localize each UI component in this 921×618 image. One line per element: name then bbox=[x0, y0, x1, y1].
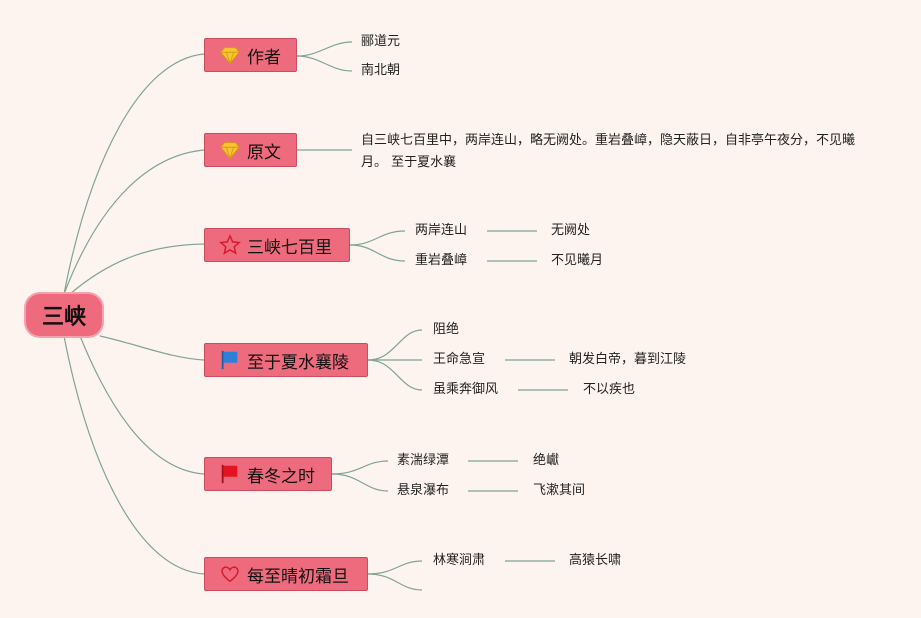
topic-label: 作者 bbox=[247, 47, 281, 68]
leaf-item: 两岸连山 bbox=[415, 223, 468, 238]
link-root-topic-2 bbox=[63, 149, 205, 295]
link-root-topic-4 bbox=[99, 335, 205, 361]
link-t1-c2 bbox=[296, 55, 353, 72]
link-root-topic-5 bbox=[79, 335, 205, 475]
leaf-item: 阻绝 bbox=[433, 322, 460, 337]
topic-summer-flood[interactable]: 至于夏水襄陵 bbox=[204, 343, 368, 377]
leaf-item: 郦道元 bbox=[361, 34, 401, 49]
gem-icon bbox=[219, 139, 241, 161]
link-t6-c2 bbox=[367, 573, 423, 591]
leaf-note: 无阙处 bbox=[551, 223, 591, 238]
leaf-item: 王命急宣 bbox=[433, 352, 486, 367]
leaf-item: 虽乘奔御风 bbox=[433, 382, 499, 397]
leaf-item: 悬泉瀑布 bbox=[397, 483, 450, 498]
link-t5-c1 bbox=[331, 460, 389, 475]
topic-three-gorges-700-li[interactable]: 三峡七百里 bbox=[204, 228, 350, 262]
link-root-topic-3 bbox=[69, 243, 205, 295]
leaf-item: 南北朝 bbox=[361, 63, 401, 78]
root-node[interactable]: 三峡 bbox=[26, 294, 102, 336]
leaf-note: 高猿长啸 bbox=[569, 553, 622, 568]
topic-spring-winter[interactable]: 春冬之时 bbox=[204, 457, 332, 491]
leaf-note: 朝发白帝，暮到江陵 bbox=[569, 352, 687, 367]
topic-label: 原文 bbox=[247, 142, 281, 163]
heart-icon bbox=[219, 563, 241, 585]
gem-icon bbox=[219, 44, 241, 66]
leaf-item: 重岩叠嶂 bbox=[415, 253, 468, 268]
topic-label: 三峡七百里 bbox=[247, 237, 332, 258]
link-root-topic-1 bbox=[63, 53, 205, 295]
topic-label: 至于夏水襄陵 bbox=[247, 352, 349, 373]
topic-original-text[interactable]: 原文 bbox=[204, 133, 297, 167]
leaf-item: 自三峡七百里中，两岸连山，略无阙处。重岩叠嶂，隐天蔽日，自非亭午夜分，不见曦月。… bbox=[361, 133, 856, 170]
star-icon bbox=[219, 234, 241, 256]
link-root-topic-6 bbox=[63, 335, 205, 575]
topic-label: 春冬之时 bbox=[247, 466, 315, 487]
blue-flag-icon bbox=[219, 349, 241, 371]
topic-label: 每至晴初霜旦 bbox=[247, 566, 349, 587]
link-t4-c1 bbox=[367, 329, 423, 361]
leaf-item: 素湍绿潭 bbox=[397, 453, 450, 468]
topic-clear-frosty-dawn[interactable]: 每至晴初霜旦 bbox=[204, 557, 368, 591]
leaf-note: 绝巘 bbox=[533, 453, 560, 468]
link-t3-c2 bbox=[349, 244, 406, 262]
link-t1-c1 bbox=[296, 41, 353, 57]
link-t5-c2 bbox=[331, 473, 389, 492]
leaf-note: 飞漱其间 bbox=[533, 483, 586, 498]
root-label: 三峡 bbox=[41, 305, 86, 330]
leaf-note: 不以疾也 bbox=[583, 382, 636, 397]
link-t6-c1 bbox=[367, 560, 423, 575]
red-flag-icon bbox=[219, 463, 241, 485]
leaf-item: 林寒涧肃 bbox=[433, 553, 486, 568]
topic-author[interactable]: 作者 bbox=[204, 38, 297, 72]
leaf-note: 不见曦月 bbox=[551, 253, 604, 268]
link-t4-c3 bbox=[367, 359, 423, 391]
link-t3-c1 bbox=[349, 230, 406, 246]
